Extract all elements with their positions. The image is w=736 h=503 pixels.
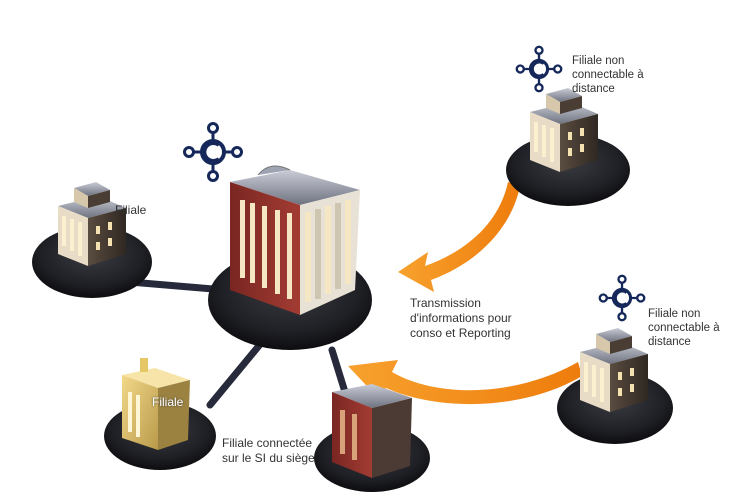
connector-lines <box>126 278 349 409</box>
hq-node <box>182 121 372 350</box>
hub-network-icon <box>598 274 646 322</box>
hub-network-icon <box>515 45 563 93</box>
hq-building <box>230 165 360 315</box>
filiale-remote-bottom-label: Filiale non connectable à distance <box>648 308 720 348</box>
transmission-arrow-bottom <box>348 360 582 405</box>
filiale-bottom-building <box>332 384 412 478</box>
filiale-bottom-node <box>314 384 430 492</box>
filiale-left-node <box>32 182 152 298</box>
hub-network-icon <box>182 121 244 183</box>
transmission-label: Transmission d'informations pour conso e… <box>410 296 512 340</box>
filiale-left-label: Filiale <box>115 203 147 217</box>
filiale-connected-building <box>122 358 190 450</box>
connector-bottom-left <box>206 338 266 409</box>
filiale-remote-top-label: Filiale non connectable à distance <box>572 55 644 95</box>
filiale-connected-label: Filiale connectée sur le SI du siège <box>222 436 315 465</box>
filiale-left-building <box>58 182 126 266</box>
transmission-arrow-top <box>398 182 520 292</box>
filiale-remote-bottom-node <box>557 274 673 444</box>
connector-bottom <box>328 346 349 396</box>
filiale-cube-label: Filiale <box>152 395 184 409</box>
filiale-remote-bottom-building <box>580 328 648 412</box>
filiale-remote-top-building <box>530 88 598 172</box>
connector-left <box>126 278 229 294</box>
filiale-connected-node <box>104 358 216 470</box>
filiale-remote-top-node <box>506 45 630 206</box>
